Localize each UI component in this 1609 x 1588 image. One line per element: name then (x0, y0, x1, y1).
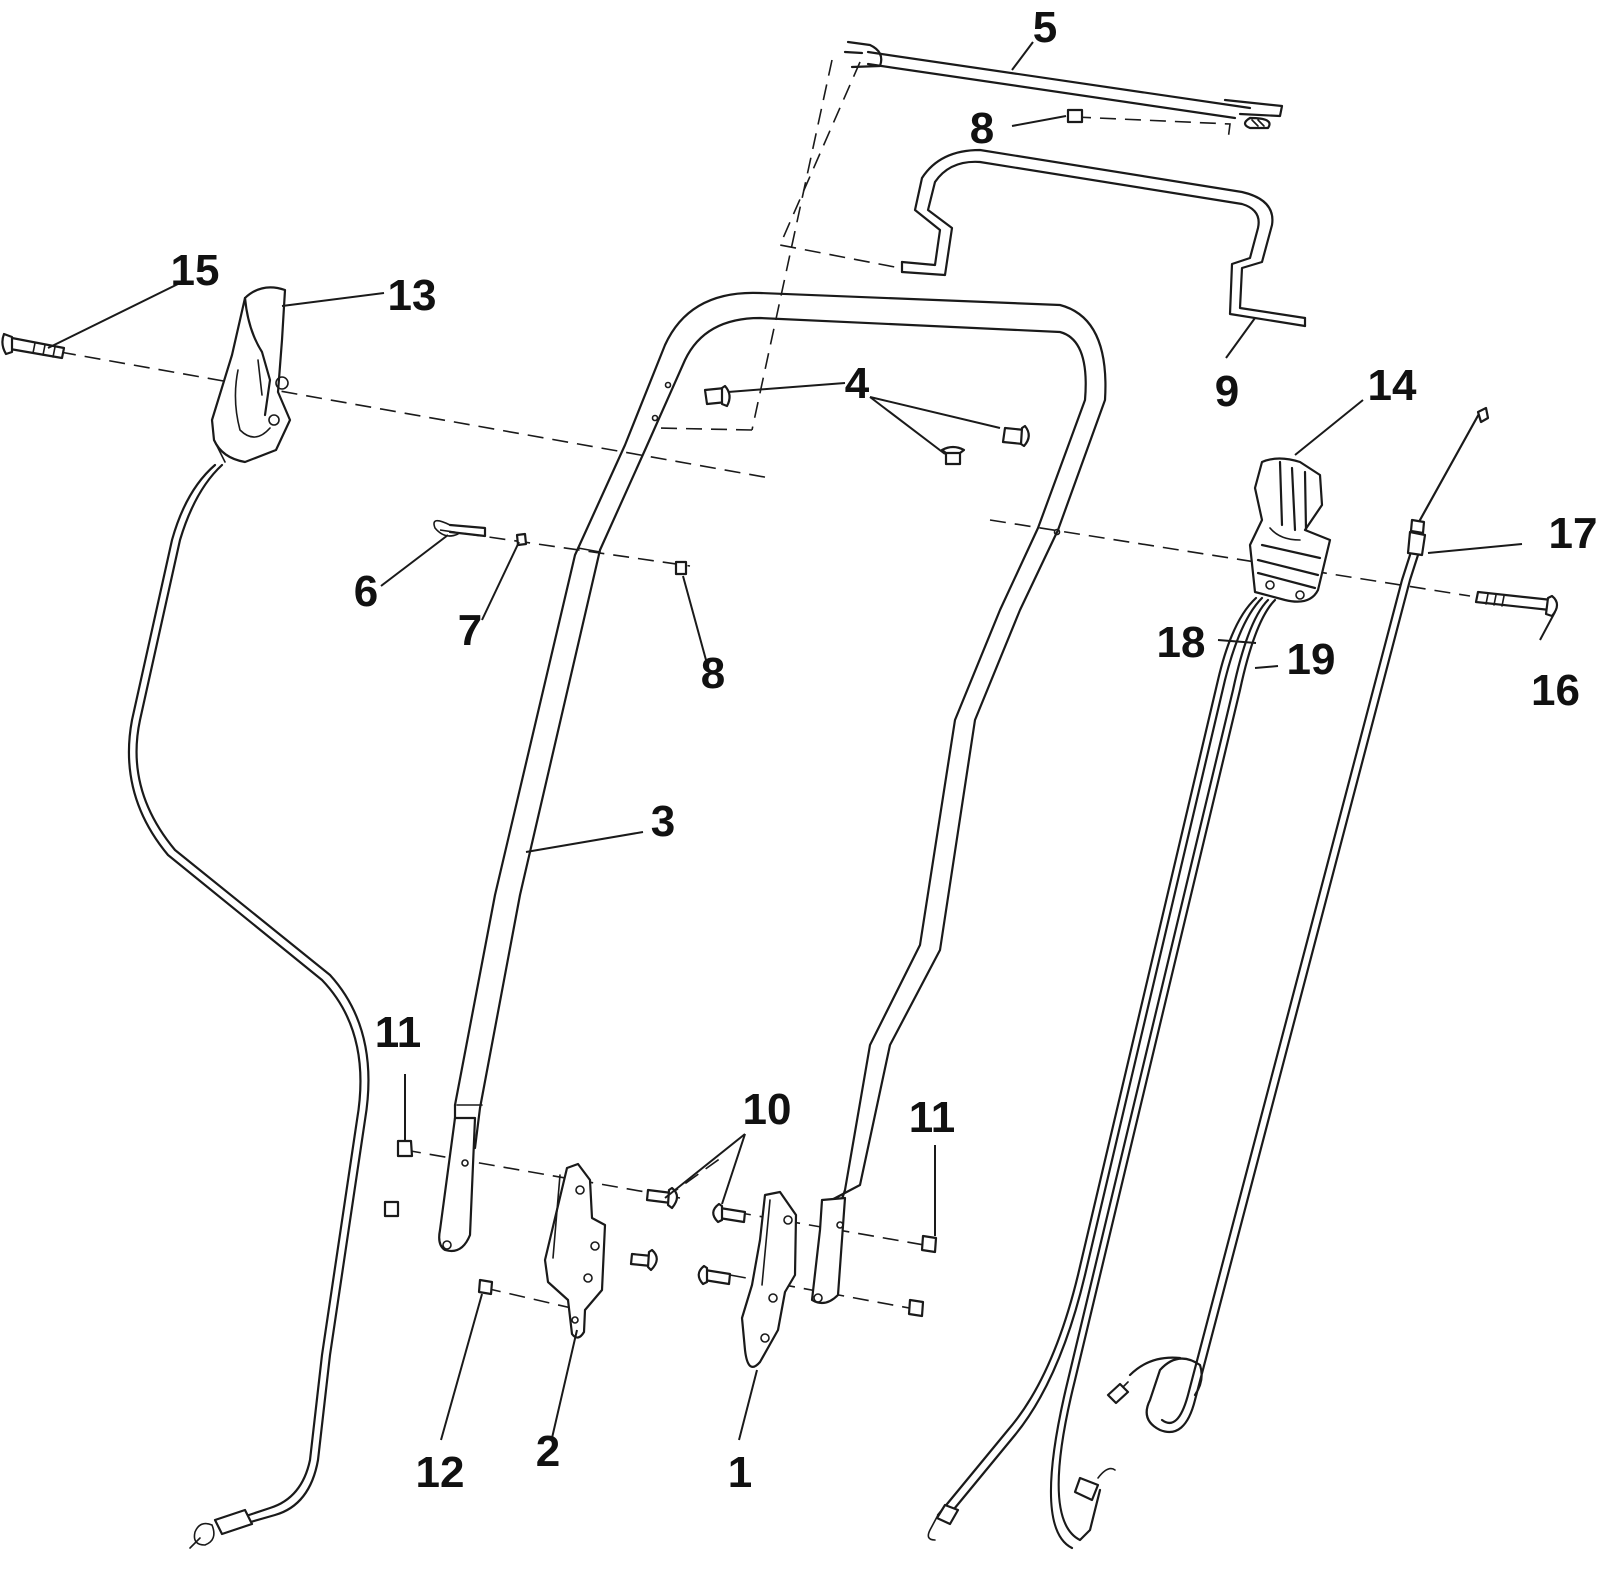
left-mount-plate (543, 1162, 607, 1339)
callout-2: 2 (536, 1427, 560, 1476)
callout-1: 1 (728, 1448, 752, 1497)
callout-6: 6 (354, 567, 378, 616)
left-control-lever (210, 286, 292, 464)
bolt-right (1474, 590, 1559, 618)
callout-3: 3 (651, 797, 675, 846)
right-long-cable (1106, 406, 1490, 1433)
callout-14: 14 (1368, 361, 1417, 410)
callout-19: 19 (1287, 635, 1336, 684)
left-control-cable (127, 463, 370, 1549)
callout-9: 9 (1215, 367, 1239, 416)
leader-lines (47, 41, 1556, 1441)
callout-17: 17 (1549, 509, 1598, 558)
right-control-cables (927, 596, 1277, 1550)
callout-11-right: 11 (909, 1093, 956, 1142)
small-hardware-top (433, 108, 1084, 576)
bail-bar (900, 148, 1307, 328)
callout-4: 4 (845, 359, 870, 408)
bushings (703, 384, 1030, 466)
control-bar (843, 40, 1284, 130)
callout-10: 10 (743, 1085, 792, 1134)
callout-8-top: 8 (970, 104, 994, 153)
lower-hardware (383, 1139, 938, 1318)
callout-8-mid: 8 (701, 649, 725, 698)
callout-15: 15 (171, 246, 220, 295)
callout-13: 13 (388, 271, 437, 320)
main-handle (438, 291, 1107, 1305)
bolt-left (1, 332, 66, 360)
callouts: 5 8 15 13 9 14 4 17 6 7 18 19 8 16 3 11 … (171, 3, 1598, 1497)
callout-16: 16 (1531, 666, 1580, 715)
callout-18: 18 (1157, 618, 1206, 667)
right-mount-plate (740, 1190, 798, 1368)
callout-11-left: 11 (375, 1008, 422, 1057)
callout-5: 5 (1033, 3, 1057, 52)
callout-12: 12 (416, 1448, 465, 1497)
callout-7: 7 (458, 606, 482, 655)
right-control-assembly (1248, 457, 1332, 603)
